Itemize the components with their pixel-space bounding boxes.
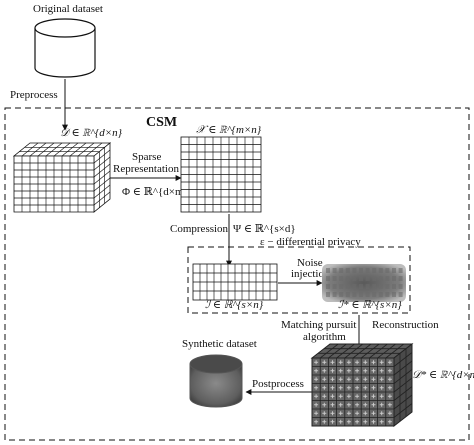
synthetic-dataset-label: Synthetic dataset xyxy=(182,338,257,350)
csm-frame xyxy=(4,107,470,441)
sparse-label: Sparse xyxy=(132,151,161,163)
representation-label: Representation xyxy=(113,163,179,175)
compressed-matrix-label: ℐ ∈ ℝ^{s×n} xyxy=(205,299,264,311)
phi-label: Φ ∈ ℝ^{d×m} xyxy=(122,186,189,198)
compression-label: Compression xyxy=(170,223,229,235)
dataset-cube xyxy=(12,142,112,213)
matching-pursuit-label: Matching pursuit xyxy=(281,319,356,331)
dataset-d-label: 𝒟 ∈ ℝ^{d×n} xyxy=(60,127,123,139)
original-dataset-label: Original dataset xyxy=(33,3,103,15)
synthetic-dataset-cylinder xyxy=(189,354,243,408)
psi-label: Ψ ∈ ℝ^{s×d} xyxy=(233,223,296,235)
differential-privacy-box xyxy=(187,246,411,314)
differential-privacy-label: ε − differential privacy xyxy=(260,236,361,248)
sparse-matrix-x xyxy=(180,136,262,213)
synthetic-cube xyxy=(310,342,414,428)
reconstruction-label: Reconstruction xyxy=(372,319,439,331)
original-dataset-cylinder xyxy=(34,18,96,78)
noisy-matrix-texture xyxy=(326,268,403,297)
preprocess-label: Preprocess xyxy=(10,89,58,101)
sparse-matrix-label: 𝒳 ∈ ℝ^{m×n} xyxy=(196,124,262,136)
csm-title: CSM xyxy=(146,115,177,130)
noise-label: Noise xyxy=(297,257,323,269)
compressed-matrix-i xyxy=(192,263,278,301)
injection-label: injection xyxy=(291,268,330,280)
postprocess-label: Postprocess xyxy=(252,378,304,390)
algorithm-label: algorithm xyxy=(303,331,346,343)
synthetic-d-label: 𝒟* ∈ ℝ^{d×n} xyxy=(412,369,474,381)
noisy-matrix-label: ℐ* ∈ ℝ^{s×n} xyxy=(338,299,402,311)
